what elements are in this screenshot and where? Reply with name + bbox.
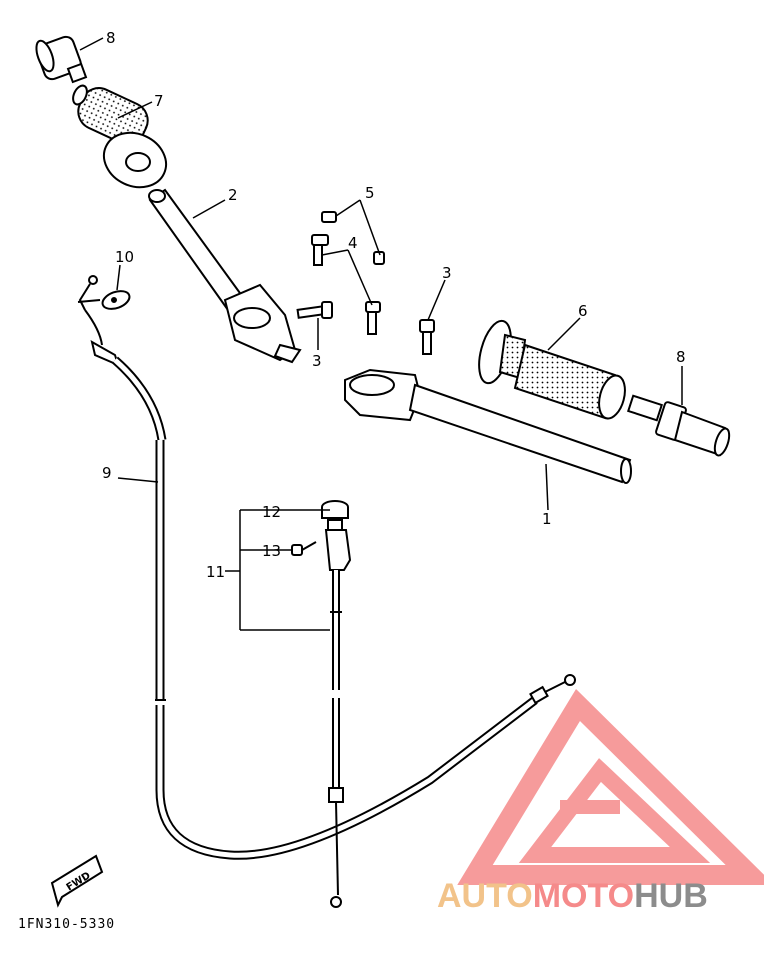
callout-8-top: 8 [106,29,116,47]
brand-auto: AUTO [437,877,533,915]
clamp-bolt-right [419,319,435,355]
clamp-bolt-left [296,301,333,319]
cable-clip [101,290,131,310]
choke-cable [321,500,352,908]
leader-lines [79,37,683,631]
screws-4-5 [311,211,385,335]
brand-hub: HUB [634,877,708,915]
callout-13: 13 [262,542,281,560]
callout-1: 1 [542,510,552,528]
callout-12: 12 [262,503,281,521]
callout-10: 10 [115,248,134,266]
handlebar-left [148,188,302,364]
watermark-logo [457,688,764,885]
callout-4: 4 [348,234,358,252]
callout-labels: 8 7 2 5 4 3 3 6 8 10 9 12 13 11 1 [102,29,686,581]
throttle-grip [72,84,168,189]
fwd-arrow: FWD [50,854,104,908]
callout-7: 7 [154,92,164,110]
callout-9: 9 [102,464,112,482]
callout-11: 11 [206,563,225,581]
brand-moto: MOTO [532,877,635,915]
throttle-cable [77,275,576,860]
callout-2: 2 [228,186,238,204]
bar-end-weight-top [35,35,88,84]
watermark-brand: AUTOMOTOHUB [437,877,708,916]
bar-end-weight-right [627,394,731,457]
callout-8-right: 8 [676,348,686,366]
callout-5: 5 [365,184,375,202]
choke-screw [291,541,317,556]
callout-6: 6 [578,302,588,320]
callout-3-left: 3 [312,352,322,370]
left-grip [478,319,626,420]
handlebar-right [344,368,632,484]
part-code: 1FN310-5330 [18,917,116,932]
callout-3-right: 3 [442,264,452,282]
